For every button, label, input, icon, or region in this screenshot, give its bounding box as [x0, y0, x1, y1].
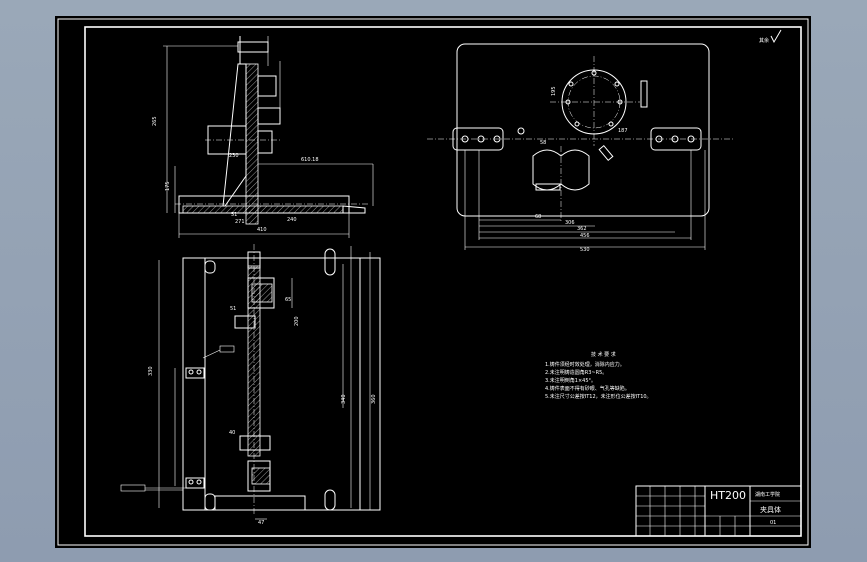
- front-dim-3: 360: [371, 394, 377, 404]
- side-dim-8: 610.18: [301, 157, 319, 163]
- note-line-4: 4.铸件表面不得有砂眼、气孔等缺陷。: [545, 385, 630, 392]
- side-dim-5: 271: [235, 219, 245, 225]
- front-dim-8: 47: [258, 520, 264, 526]
- side-dim-2: 175: [165, 181, 171, 191]
- side-view: 265 175 410 240 271 51 230 610.18: [152, 36, 374, 238]
- side-dim-1: 265: [152, 116, 158, 126]
- side-dim-7: 230: [229, 153, 239, 159]
- technical-notes: 技 术 要 求 1.铸件须经时效处理，消除内应力。 2.未注明铸造圆角R3~R5…: [545, 351, 652, 400]
- front-dim-5: 51: [230, 306, 236, 312]
- top-dim-1: 68: [535, 214, 541, 220]
- front-dim-2: 340: [341, 394, 347, 404]
- note-line-1: 1.铸件须经时效处理，消除内应力。: [545, 361, 625, 368]
- material-label: HT200: [710, 489, 746, 502]
- side-dim-6: 51: [231, 212, 237, 218]
- scale-label: 01: [770, 520, 776, 526]
- front-dim-4: 200: [294, 316, 300, 326]
- side-dim-3: 410: [257, 227, 267, 233]
- drawing-sheet: 265 175 410 240 271 51 230 610.18: [55, 16, 811, 548]
- roughness-symbol: 其余: [759, 29, 782, 44]
- note-line-2: 2.未注明铸造圆角R3~R5。: [545, 369, 607, 376]
- top-dim-5: 530: [580, 247, 590, 253]
- outer-frame: [57, 18, 809, 546]
- part-name-label: 夹具体: [760, 505, 781, 514]
- top-dim-6: 187: [618, 128, 628, 134]
- engineering-drawing: 265 175 410 240 271 51 230 610.18: [57, 18, 809, 546]
- top-dim-4: 456: [580, 233, 590, 239]
- front-view: 330 340 360 200 51 65 40 47: [120, 244, 381, 526]
- top-view: 68 306 362 456 530 187 195 58: [427, 43, 735, 253]
- title-block: HT200 湖南工学院 夹具体 01: [635, 485, 802, 537]
- front-dim-7: 40: [229, 430, 235, 436]
- notes-heading: 技 术 要 求: [591, 351, 616, 358]
- school-label: 湖南工学院: [755, 491, 780, 498]
- note-line-3: 3.未注明倒角1×45°。: [545, 377, 596, 384]
- top-dim-7: 195: [551, 86, 557, 96]
- front-dim-6: 65: [285, 297, 291, 303]
- front-dim-1: 330: [148, 366, 154, 376]
- top-dim-2: 306: [565, 220, 575, 226]
- note-line-5: 5.未注尺寸公差按IT12，未注形位公差按IT10。: [545, 393, 652, 400]
- roughness-label: 其余: [759, 37, 769, 44]
- inner-frame: [84, 26, 802, 537]
- top-dim-8: 58: [540, 140, 546, 146]
- side-dim-4: 240: [287, 217, 297, 223]
- top-dim-3: 362: [577, 226, 587, 232]
